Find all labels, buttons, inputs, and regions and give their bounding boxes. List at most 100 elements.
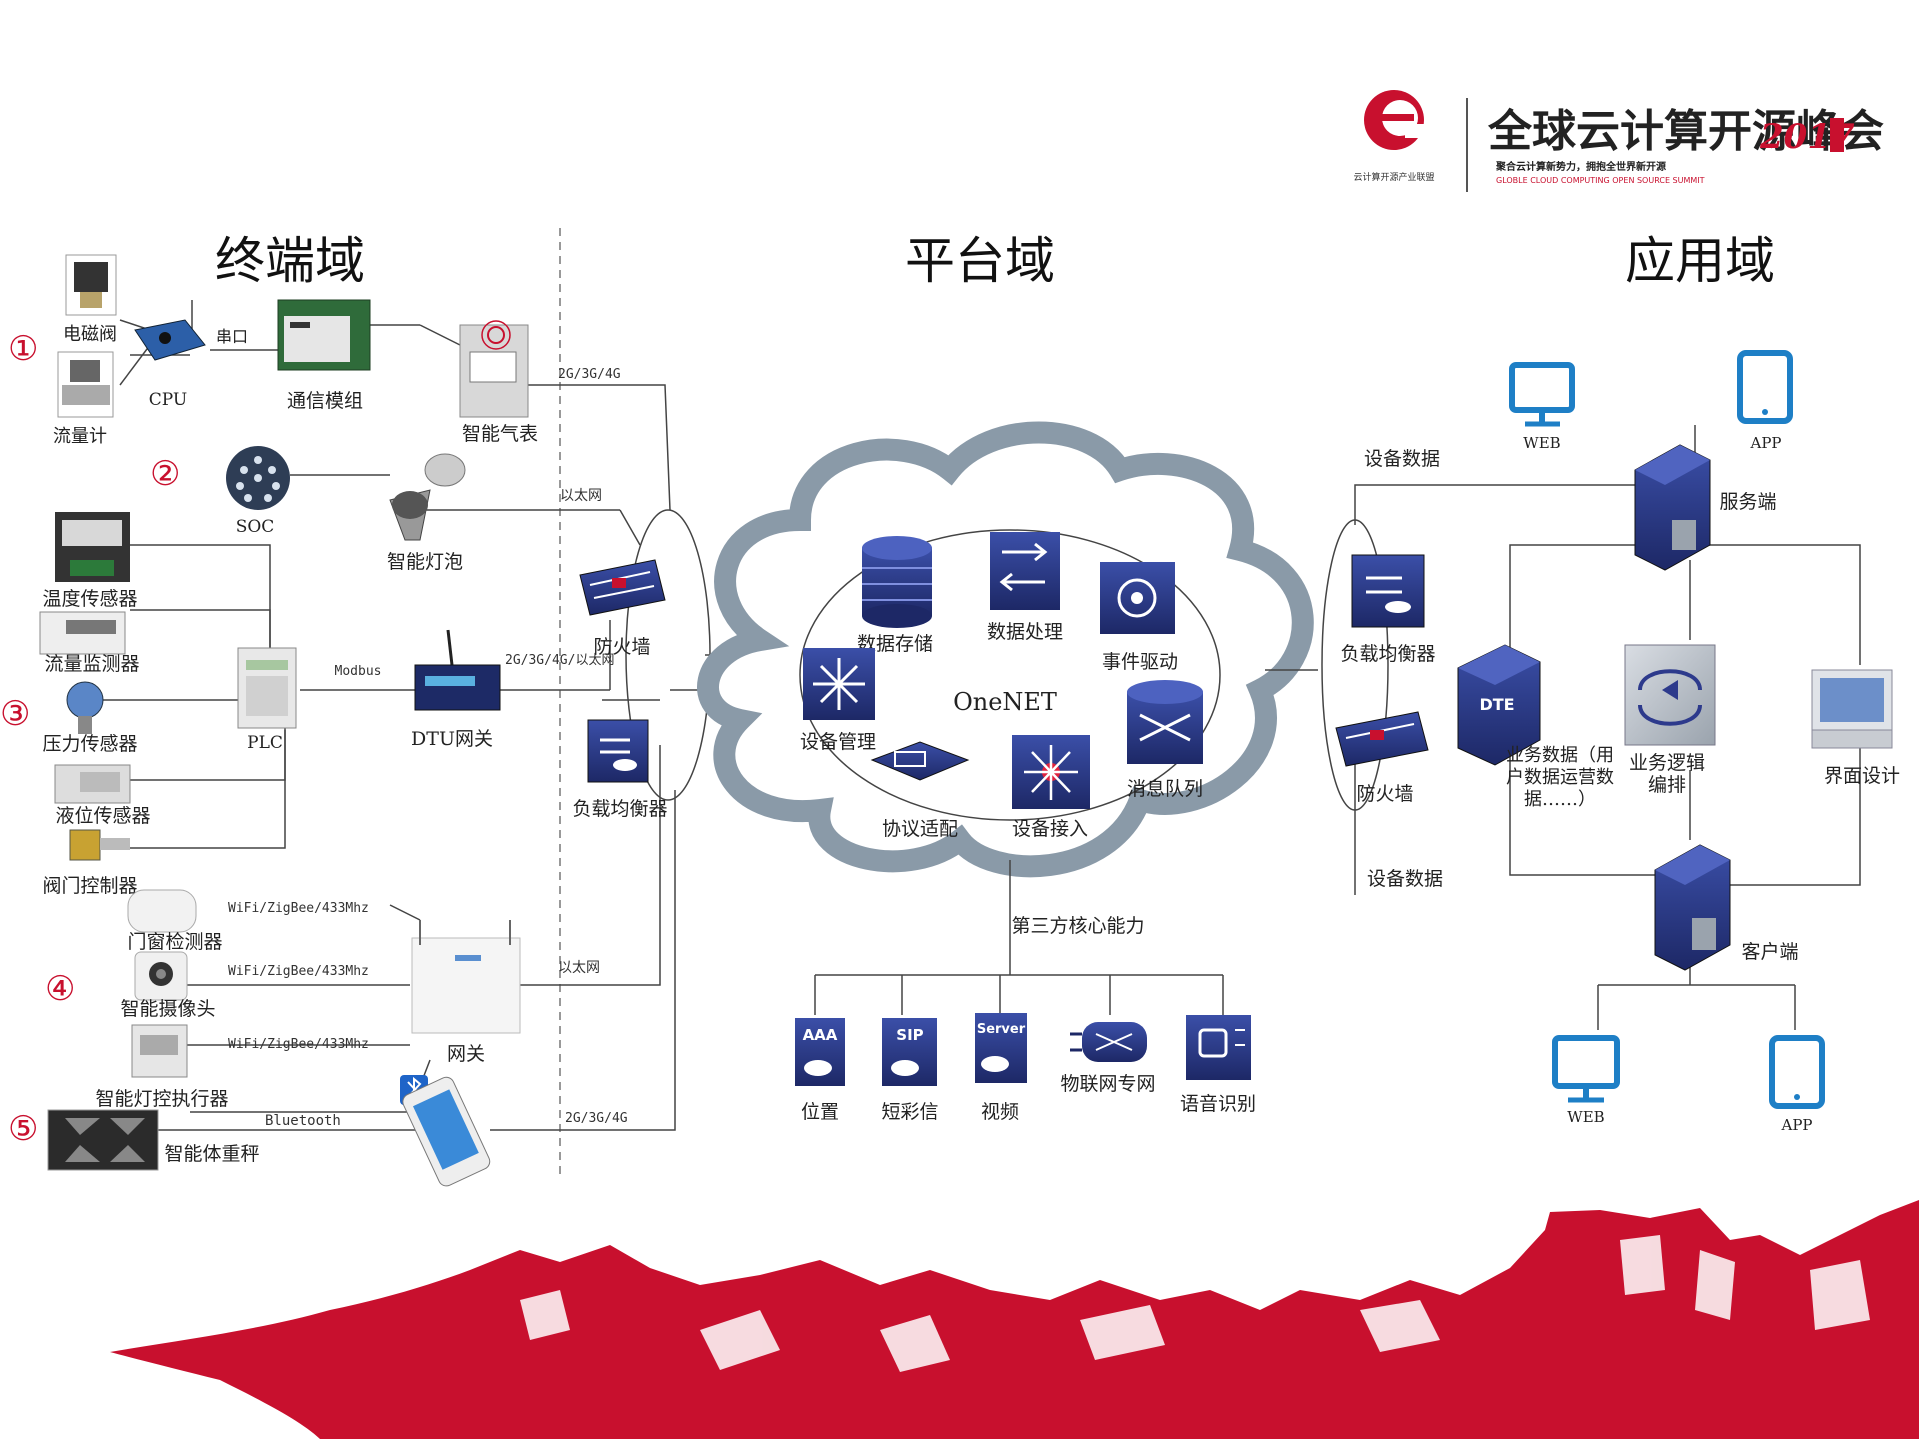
flow-monitor-icon [39,611,126,655]
serial-port-label: 串口 [216,327,248,346]
summit-english: GLOBLE CLOUD COMPUTING OPEN SOURCE SUMMI… [1496,176,1705,185]
smart-light-actuator-label: 智能灯控执行器 [95,1088,228,1110]
device-data-bottom-label: 设备数据 [1367,868,1443,890]
link-234g-top: 2G/3G/4G [558,367,621,382]
bluetooth-label: Bluetooth [265,1113,341,1129]
onenet-label: OneNET [953,688,1057,716]
alliance-caption: 云计算开源产业联盟 [1353,171,1434,183]
marker-1: ① [8,329,38,369]
valve-controller-icon [69,829,130,861]
smart-scale-label: 智能体重秤 [164,1143,259,1165]
dtu-gateway-label: DTU网关 [411,728,493,750]
firewall-icon-terminal [579,559,666,616]
flowmeter-label: 流量计 [53,426,107,447]
service-iot-network-icon [1070,1022,1147,1062]
application-aggregation-bus [1321,519,1389,811]
service-sms-label: 短彩信 [881,1101,938,1123]
ethernet-label-1: 以太网 [560,488,602,504]
smart-bulb-label: 智能灯泡 [387,551,463,573]
app-label-bottom: APP [1780,1116,1812,1134]
dte-tag: DTE [1479,695,1514,714]
pressure-sensor-icon [66,681,104,734]
door-sensor-label: 门窗检测器 [127,931,222,953]
event-driven-label: 事件驱动 [1102,651,1178,673]
soc-label: SOC [236,517,275,537]
device-data-top-label: 设备数据 [1364,448,1440,470]
terminal-domain-heading: 终端域 [215,232,365,290]
ui-design-computer-icon [1811,669,1893,749]
smartphone-icon [402,1076,491,1187]
temperature-sensor-label: 温度传感器 [42,588,137,610]
home-gateway-icon [411,920,521,1034]
service-sms-tag: SIP [896,1026,923,1044]
modbus-label: Modbus [335,664,382,679]
service-video-icon: Server [975,1013,1027,1083]
business-orchestration-label-wrap: 业务逻辑编排 [1629,752,1705,796]
cpu-label: CPU [149,390,187,410]
data-processing-label: 数据处理 [987,621,1063,643]
cpu-board-icon [134,319,206,361]
ui-design-label: 界面设计 [1824,765,1900,787]
client-icon [1654,844,1731,971]
cloud-inner-ring [799,529,1221,821]
device-management-label: 设备管理 [800,731,876,753]
service-location-tag: AAA [803,1026,838,1044]
soc-chip-icon [226,446,290,510]
client-label: 客户端 [1741,941,1798,963]
comm-module-icon [277,299,371,371]
ethernet-label-2: 以太网 [558,960,600,976]
service-location-label: 位置 [801,1101,839,1123]
third-party-label: 第三方核心能力 [1011,915,1144,937]
alliance-logo-icon [1364,90,1425,150]
pressure-sensor-label: 压力传感器 [42,733,137,755]
message-queue-label: 消息队列 [1127,778,1203,800]
service-iot-network-label: 物联网专网 [1060,1073,1155,1095]
comm-module-label: 通信模组 [287,390,363,412]
web-monitor-icon-top [1509,362,1575,427]
wifi-label-3: WiFi/ZigBee/433Mhz [228,1037,369,1052]
smart-gas-meter-icon [459,320,529,418]
firewall-label-app: 防火墙 [1356,783,1413,805]
service-video-tag: Server [977,1022,1026,1037]
message-queue-icon [1127,680,1203,764]
terminal-connections [90,300,745,1131]
smart-camera-label: 智能摄像头 [120,998,215,1020]
device-access-icon [1012,735,1090,809]
wifi-label-2: WiFi/ZigBee/433Mhz [228,964,369,979]
marker-5: ⑤ [8,1109,38,1149]
solenoid-valve-label: 电磁阀 [63,324,117,345]
third-party-connections [814,860,1224,1015]
summit-badge [1830,118,1844,152]
device-management-icon [803,648,875,720]
server-label: 服务端 [1719,491,1776,513]
event-driven-icon [1100,562,1175,634]
load-balancer-icon-terminal [587,719,649,783]
app-label-top: APP [1749,434,1781,452]
web-label-top: WEB [1523,434,1560,452]
solenoid-valve-icon [65,254,117,316]
load-balancer-label-app: 负载均衡器 [1340,643,1435,665]
dtu-gateway-icon [414,629,501,711]
protocol-adapter-icon [870,741,970,781]
service-location-icon: AAA [795,1018,845,1086]
marker-4: ④ [45,969,75,1009]
great-wall-decoration [110,1200,1919,1439]
smart-camera-icon [134,951,188,1001]
web-monitor-icon-bottom [1552,1035,1620,1103]
level-sensor-label: 液位传感器 [55,805,150,827]
service-speech-icon [1186,1015,1251,1080]
web-label-bottom: WEB [1567,1108,1604,1126]
summit-title: 全球云计算开源峰会 [1487,106,1884,157]
data-storage-icon [862,536,932,628]
flowmeter-icon [57,351,114,418]
load-balancer-icon-app [1351,554,1425,628]
app-tablet-icon-top [1737,350,1793,424]
flow-monitor-label: 流量监测器 [44,653,139,675]
smart-gas-meter-label: 智能气表 [462,423,538,445]
service-video-label: 视频 [981,1101,1019,1123]
marker-2: ② [150,454,180,494]
valve-controller-label: 阀门控制器 [42,875,137,897]
summit-logo: 云计算开源产业联盟 全球云计算开源峰会 2017 聚合云计算新势力，拥抱全世界新… [1353,90,1884,192]
business-data-label: 业务数据（用户数据运营数据……） [1506,745,1614,810]
link-234g-bottom: 2G/3G/4G [565,1111,628,1126]
